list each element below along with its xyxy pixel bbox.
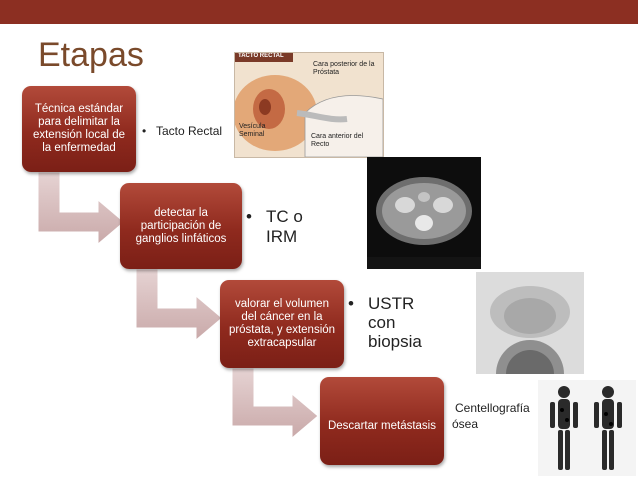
illustration-label-posterior: Cara posterior de la Próstata bbox=[313, 61, 375, 76]
illustration-header: TACTO RECTAL bbox=[238, 53, 284, 59]
illustration-label-anterior: Cara anterior del Recto bbox=[311, 133, 364, 148]
bone-scan-drawing bbox=[538, 380, 636, 476]
bullet-dot: • bbox=[142, 124, 147, 138]
step-box-1: Técnica estándar para delimitar la exten… bbox=[22, 86, 136, 172]
bullet-4: Centellografía ósea bbox=[452, 400, 536, 432]
rectal-exam-drawing bbox=[235, 53, 383, 157]
step-label-2: detectar la participación de ganglios li… bbox=[135, 206, 227, 245]
ct-scan-drawing bbox=[367, 157, 481, 269]
bone-scan-image bbox=[538, 380, 636, 476]
bullet-2: • TC o IRM bbox=[246, 207, 322, 247]
ultrasound-drawing bbox=[476, 272, 584, 374]
step-label-1: Técnica estándar para delimitar la exten… bbox=[32, 103, 126, 154]
bullet-dot: • bbox=[348, 294, 354, 313]
arrow-1 bbox=[37, 171, 125, 246]
bullet-text-4: Centellografía ósea bbox=[452, 401, 530, 431]
bullet-text-2: TC o IRM bbox=[266, 207, 303, 246]
bullet-3: • USTR con biopsia bbox=[348, 294, 438, 351]
bullet-1: • Tacto Rectal bbox=[142, 124, 222, 138]
bullet-text-1: Tacto Rectal bbox=[156, 124, 223, 138]
arrow-2 bbox=[135, 268, 223, 342]
ct-scan-image bbox=[367, 157, 481, 269]
step-label-3: valorar el volumen del cáncer en la prós… bbox=[228, 298, 336, 349]
rectal-exam-illustration: TACTO RECTAL Cara posterior de la Prósta… bbox=[234, 52, 384, 158]
step-box-4: Descartar metástasis bbox=[320, 377, 444, 465]
step-box-2: detectar la participación de ganglios li… bbox=[120, 183, 242, 269]
ultrasound-image bbox=[476, 272, 584, 374]
step-label-4: Descartar metástasis bbox=[327, 419, 436, 432]
slide-title: Etapas bbox=[38, 36, 144, 74]
bullet-text-3: USTR con biopsia bbox=[368, 294, 422, 351]
illustration-label-vesicula: Vesícula Seminal bbox=[239, 123, 266, 138]
step-box-3: valorar el volumen del cáncer en la prós… bbox=[220, 280, 344, 368]
arrow-3 bbox=[231, 367, 319, 440]
bullet-dot: • bbox=[246, 207, 252, 226]
top-bar bbox=[0, 0, 638, 24]
